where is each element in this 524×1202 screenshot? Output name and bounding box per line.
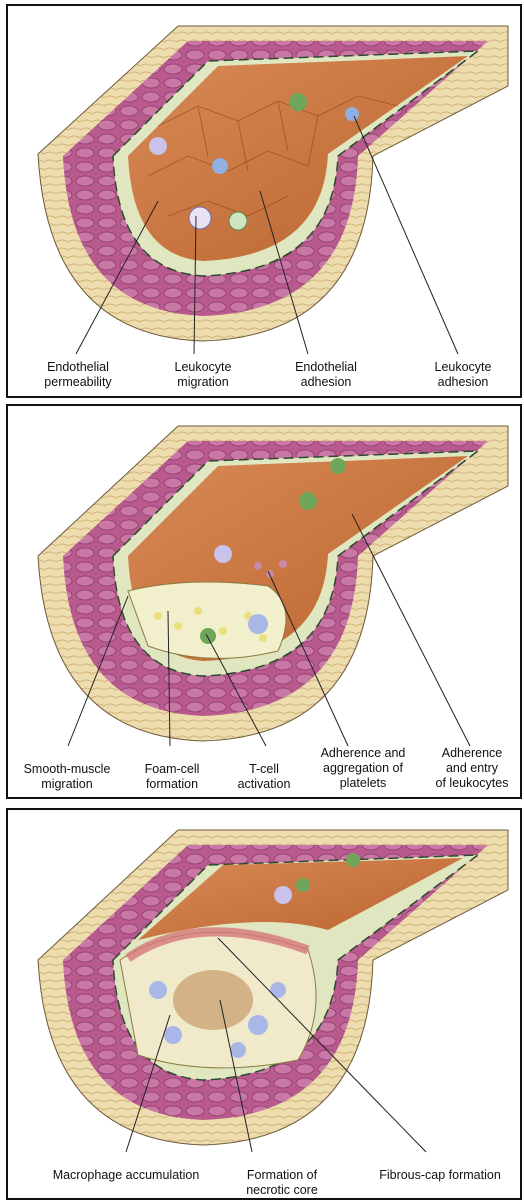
label-macrophage-accumulation: Macrophage accumulation xyxy=(36,1168,216,1183)
label-fibrous-cap-formation: Fibrous-cap formation xyxy=(360,1168,520,1183)
artery-illustration-3 xyxy=(8,810,522,1200)
artery-illustration-1 xyxy=(8,6,522,398)
artery-illustration-2 xyxy=(8,406,522,799)
